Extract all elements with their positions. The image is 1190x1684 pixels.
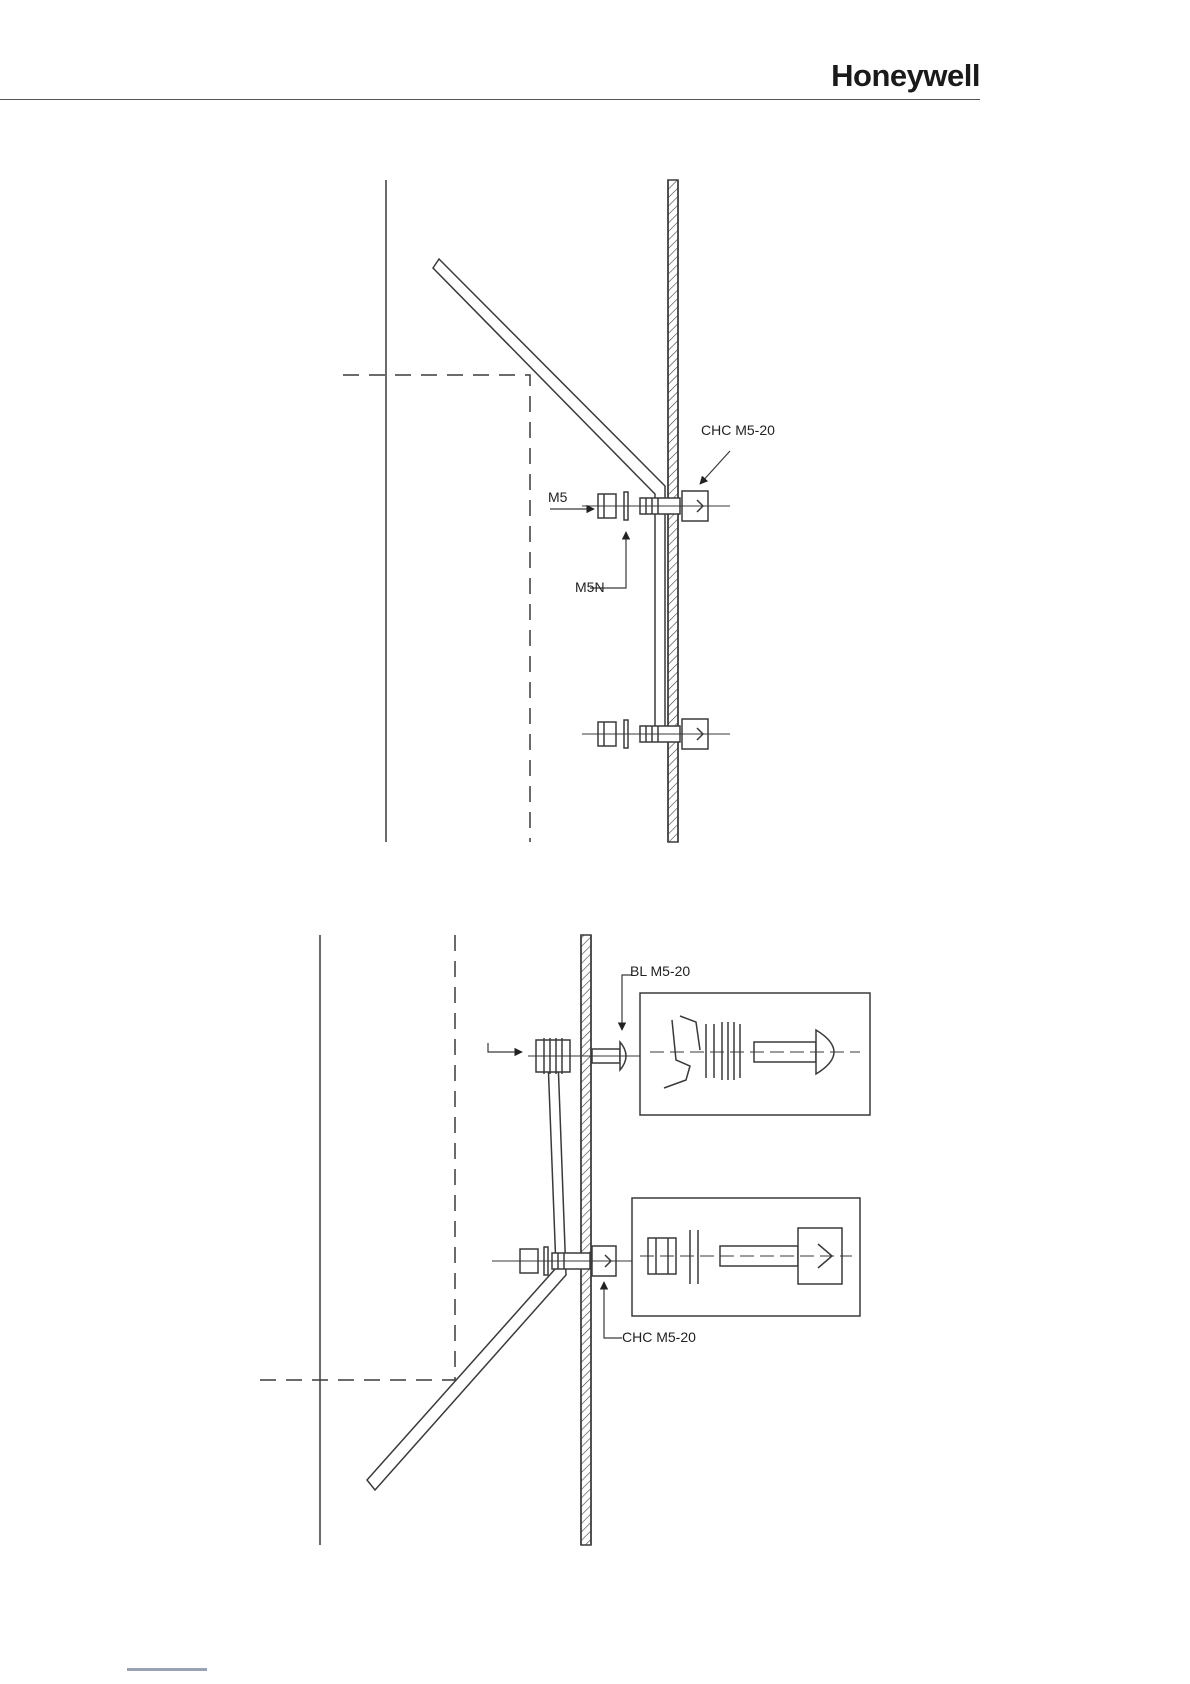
leader-bl-screw (622, 975, 632, 1030)
label-chc-screw-bottom: CHC M5-20 (622, 1329, 696, 1345)
detail-box-chc-screw (632, 1198, 860, 1316)
dashed-outline (343, 375, 530, 842)
detail-box-bl-screw (640, 993, 870, 1115)
label-bl-screw: BL M5-20 (630, 963, 690, 979)
bracket (367, 1060, 566, 1490)
hatched-wall (581, 935, 591, 1545)
diagram-bottom-mounting (252, 935, 870, 1545)
label-m5n-washer: M5N (575, 579, 605, 595)
dashed-outline (252, 935, 455, 1380)
label-chc-screw-top: CHC M5-20 (701, 422, 775, 438)
footer-link[interactable] (127, 1668, 207, 1671)
label-m5-nut: M5 (548, 489, 568, 505)
leader-spring-nut (488, 1043, 522, 1052)
diagram-top-mounting (343, 180, 730, 842)
leader-screw (700, 451, 730, 484)
leader-chc-screw (604, 1282, 622, 1338)
